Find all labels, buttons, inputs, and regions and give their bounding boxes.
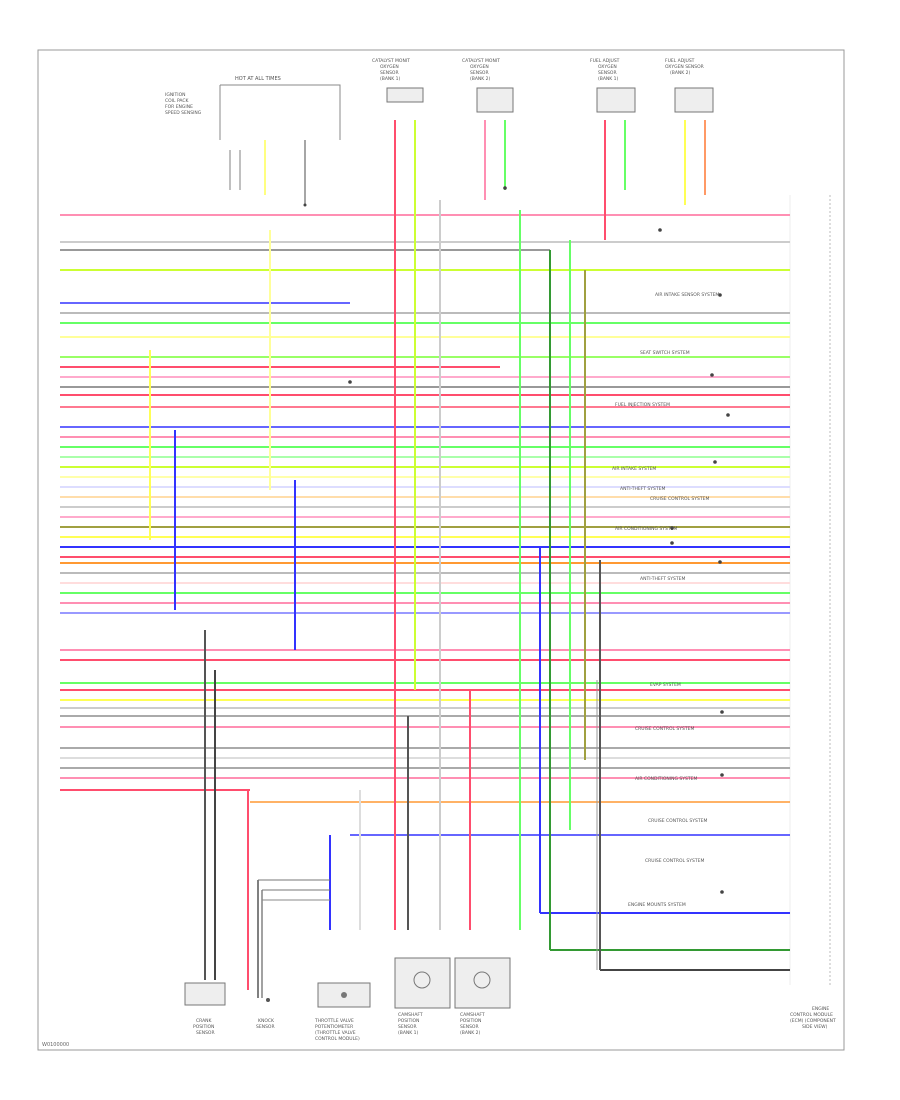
right-label-14: ENGINE MOUNTS SYSTEM <box>628 902 686 908</box>
right-label-6: CRUISE CONTROL SYSTEM <box>650 496 709 502</box>
wire-runs <box>60 214 790 971</box>
svg-text:ENGINE: ENGINE <box>812 1006 829 1012</box>
splice-points <box>348 186 730 894</box>
svg-text:(BANK 1): (BANK 1) <box>380 76 401 82</box>
svg-text:THROTTLE VALVE: THROTTLE VALVE <box>314 1018 354 1024</box>
svg-text:SENSOR: SENSOR <box>470 70 489 76</box>
o2-sensor-bank1-downstream: FUEL ADJUST OXYGEN SENSOR (BANK 1) <box>590 58 636 113</box>
diagram-id: W0100000 <box>42 1042 69 1048</box>
svg-text:CAMSHAFT: CAMSHAFT <box>460 1012 485 1018</box>
vertical-wires <box>149 120 706 990</box>
right-label-11: AIR CONDITIONING SYSTEM <box>635 776 697 782</box>
svg-text:POSITION: POSITION <box>398 1018 419 1024</box>
svg-text:POSITION: POSITION <box>460 1018 481 1024</box>
svg-text:(BANK 1): (BANK 1) <box>398 1030 419 1036</box>
svg-text:FUEL ADJUST: FUEL ADJUST <box>590 58 620 64</box>
svg-text:OXYGEN SENSOR: OXYGEN SENSOR <box>665 64 704 70</box>
svg-text:SENSOR: SENSOR <box>256 1024 275 1030</box>
svg-text:COIL PACK: COIL PACK <box>165 98 190 104</box>
svg-text:SENSOR: SENSOR <box>380 70 399 76</box>
svg-text:CAMSHAFT: CAMSHAFT <box>398 1012 423 1018</box>
hot-at-all-times-label: HOT AT ALL TIMES <box>235 76 281 82</box>
svg-text:(BANK 2): (BANK 2) <box>460 1030 481 1036</box>
svg-text:POSITION: POSITION <box>193 1024 214 1030</box>
o2-sensor-bank2-downstream: FUEL ADJUST OXYGEN SENSOR (BANK 2) <box>665 58 714 113</box>
svg-text:CONTROL MODULE: CONTROL MODULE <box>790 1012 833 1018</box>
ecm-label: ENGINE CONTROL MODULE (ECM) (COMPONENT S… <box>790 1006 836 1030</box>
svg-text:OXYGEN: OXYGEN <box>470 64 489 70</box>
svg-text:CATALYST MONIT: CATALYST MONIT <box>462 58 500 64</box>
crank-position-sensor: CRANK POSITION SENSOR <box>184 982 226 1036</box>
svg-text:FOR ENGINE: FOR ENGINE <box>165 104 193 110</box>
throttle-valve-potentiometer: THROTTLE VALVE POTENTIOMETER (THROTTLE V… <box>314 982 371 1042</box>
svg-text:OXYGEN: OXYGEN <box>598 64 617 70</box>
svg-text:(ECM) (COMPONENT: (ECM) (COMPONENT <box>790 1018 836 1024</box>
svg-text:SENSOR: SENSOR <box>398 1024 417 1030</box>
svg-text:(BANK 2): (BANK 2) <box>470 76 491 82</box>
right-label-9: EVAP SYSTEM <box>650 682 681 688</box>
svg-text:CATALYST MONIT: CATALYST MONIT <box>372 58 410 64</box>
svg-text:(BANK 2): (BANK 2) <box>670 70 691 76</box>
svg-text:OXYGEN: OXYGEN <box>380 64 399 70</box>
svg-text:(THROTTLE VALVE: (THROTTLE VALVE <box>315 1030 356 1036</box>
right-label-1: AIR INTAKE SENSOR SYSTEM <box>655 292 719 298</box>
right-label-7: AIR CONDITIONING SYSTEM <box>615 526 677 532</box>
right-label-5: ANTI-THEFT SYSTEM <box>620 486 665 492</box>
coil-pack-connector: HOT AT ALL TIMES IGNITION COIL PACK FOR … <box>165 76 341 207</box>
right-label-13: CRUISE CONTROL SYSTEM <box>645 858 704 864</box>
svg-text:POTENTIOMETER: POTENTIOMETER <box>315 1024 353 1030</box>
o2-sensor-bank1-upstream: CATALYST MONIT OXYGEN SENSOR (BANK 1) <box>372 58 424 103</box>
o2-sensor-bank2-upstream: CATALYST MONIT OXYGEN SENSOR (BANK 2) <box>462 58 514 113</box>
right-label-2: SEAT SWITCH SYSTEM <box>640 350 690 356</box>
right-label-4: AIR INTAKE SYSTEM <box>612 466 656 472</box>
svg-text:CRANK: CRANK <box>196 1018 213 1024</box>
svg-text:SPEED SENSING: SPEED SENSING <box>165 110 202 116</box>
camshaft-position-sensor-bank2: CAMSHAFT POSITION SENSOR (BANK 2) <box>454 957 511 1036</box>
svg-text:SENSOR: SENSOR <box>196 1030 215 1036</box>
svg-text:SENSOR: SENSOR <box>460 1024 479 1030</box>
svg-text:SENSOR: SENSOR <box>598 70 617 76</box>
svg-text:IGNITION: IGNITION <box>165 92 186 98</box>
svg-text:SIDE VIEW): SIDE VIEW) <box>802 1024 828 1030</box>
right-label-10: CRUISE CONTROL SYSTEM <box>635 726 694 732</box>
diagram-frame <box>37 49 845 1051</box>
coil-pack-label: IGNITION COIL PACK FOR ENGINE SPEED SENS… <box>165 92 202 116</box>
right-label-8: ANTI-THEFT SYSTEM <box>640 576 685 582</box>
svg-text:KNOCK: KNOCK <box>258 1018 275 1024</box>
right-system-labels: AIR INTAKE SENSOR SYSTEM SEAT SWITCH SYS… <box>612 292 719 908</box>
svg-text:FUEL ADJUST: FUEL ADJUST <box>665 58 695 64</box>
right-label-3: FUEL INJECTION SYSTEM <box>615 402 670 408</box>
camshaft-position-sensor-bank1: CAMSHAFT POSITION SENSOR (BANK 1) <box>394 957 451 1036</box>
svg-text:(BANK 1): (BANK 1) <box>598 76 619 82</box>
knock-sensor: KNOCK SENSOR <box>256 879 330 1030</box>
right-label-12: CRUISE CONTROL SYSTEM <box>648 818 707 824</box>
ecm-connector <box>789 195 831 985</box>
svg-text:CONTROL MODULE): CONTROL MODULE) <box>315 1036 360 1042</box>
